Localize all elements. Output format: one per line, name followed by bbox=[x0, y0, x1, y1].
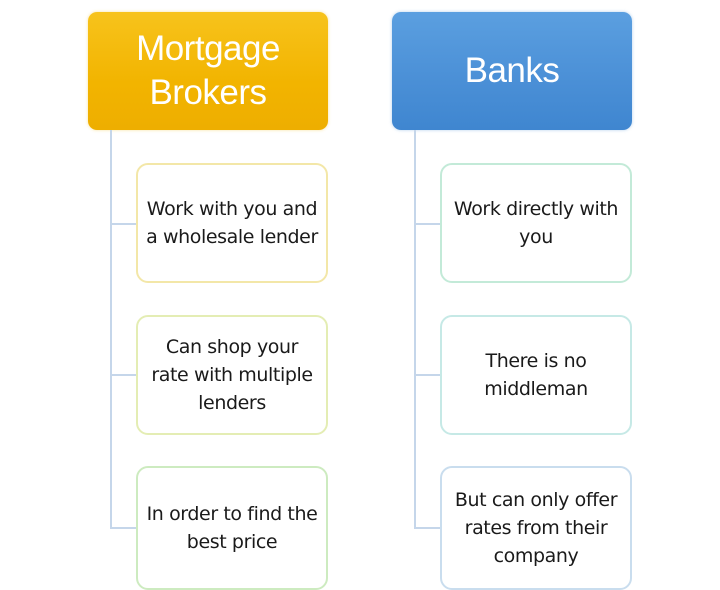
mortgage-brokers-item-3: In order to find the best price bbox=[136, 466, 328, 590]
connector-branch bbox=[414, 223, 440, 225]
mortgage-brokers-item-2: Can shop your rate with multiple lenders bbox=[136, 315, 328, 435]
banks-item-3: But can only offer rates from their comp… bbox=[440, 466, 632, 590]
item-text: In order to find the best price bbox=[146, 503, 318, 553]
item-text: Can shop your rate with multiple lenders bbox=[151, 336, 313, 414]
mortgage-brokers-connector-line bbox=[110, 130, 112, 528]
banks-item-1: Work directly with you bbox=[440, 163, 632, 283]
connector-branch bbox=[110, 374, 136, 376]
item-text: But can only offer rates from their comp… bbox=[454, 489, 618, 567]
banks-connector-line bbox=[414, 130, 416, 528]
mortgage-brokers-title: Mortgage Brokers bbox=[136, 29, 280, 112]
mortgage-brokers-header: Mortgage Brokers bbox=[88, 12, 328, 130]
mortgage-brokers-column: Mortgage Brokers Work with you and a who… bbox=[88, 0, 348, 590]
item-text: There is no middleman bbox=[484, 350, 588, 400]
banks-item-2: There is no middleman bbox=[440, 315, 632, 435]
mortgage-brokers-item-1: Work with you and a wholesale lender bbox=[136, 163, 328, 283]
connector-branch bbox=[110, 527, 136, 529]
banks-column: Banks Work directly with you There is no… bbox=[392, 0, 652, 590]
item-text: Work directly with you bbox=[453, 198, 619, 248]
connector-branch bbox=[414, 374, 440, 376]
connector-branch bbox=[110, 223, 136, 225]
item-text: Work with you and a wholesale lender bbox=[146, 198, 318, 248]
banks-header: Banks bbox=[392, 12, 632, 130]
banks-title: Banks bbox=[464, 51, 560, 90]
connector-branch bbox=[414, 527, 440, 529]
